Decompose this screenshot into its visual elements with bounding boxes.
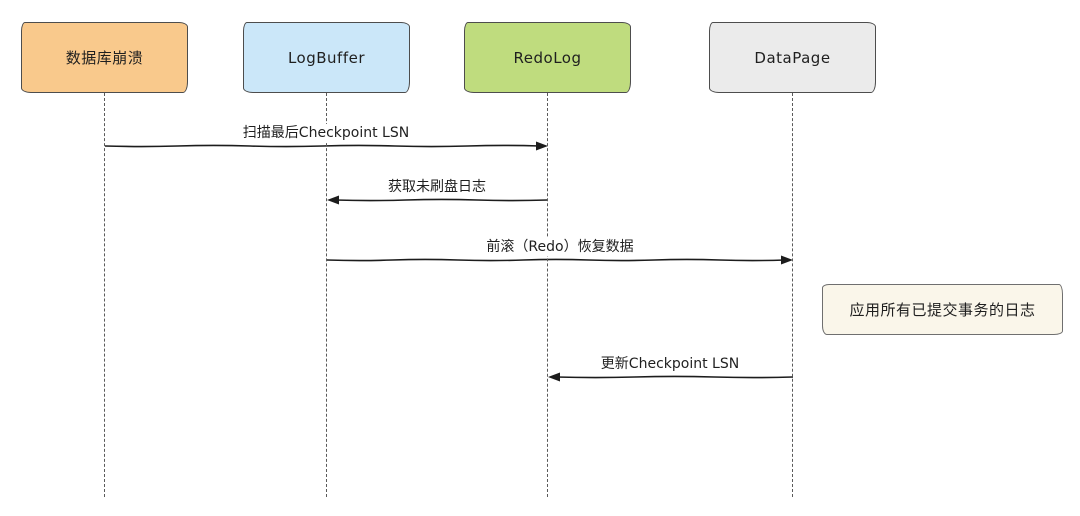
message-label-fetch-unflushed-logs: 获取未刷盘日志	[384, 178, 490, 196]
actor-logbuffer: LogBuffer	[243, 22, 410, 93]
lifeline-redolog	[547, 93, 548, 497]
lifeline-datapage	[792, 93, 793, 497]
actor-redolog: RedoLog	[464, 22, 631, 93]
message-label-scan-last-checkpoint-lsn: 扫描最后Checkpoint LSN	[238, 124, 414, 142]
lifeline-database-crash	[104, 93, 105, 497]
message-label-update-checkpoint-lsn: 更新Checkpoint LSN	[596, 355, 744, 373]
lifeline-logbuffer	[326, 93, 327, 497]
actor-database-crash: 数据库崩溃	[21, 22, 188, 93]
actor-label: 数据库崩溃	[65, 49, 144, 67]
actor-label: DataPage	[754, 48, 831, 67]
note-label: 应用所有已提交事务的日志	[849, 301, 1036, 319]
message-label-redo-roll-forward: 前滚（Redo）恢复数据	[482, 238, 638, 256]
actor-label: LogBuffer	[287, 48, 366, 67]
note-apply-committed-logs: 应用所有已提交事务的日志	[822, 284, 1063, 335]
actor-datapage: DataPage	[709, 22, 876, 93]
actor-label: RedoLog	[513, 48, 582, 67]
